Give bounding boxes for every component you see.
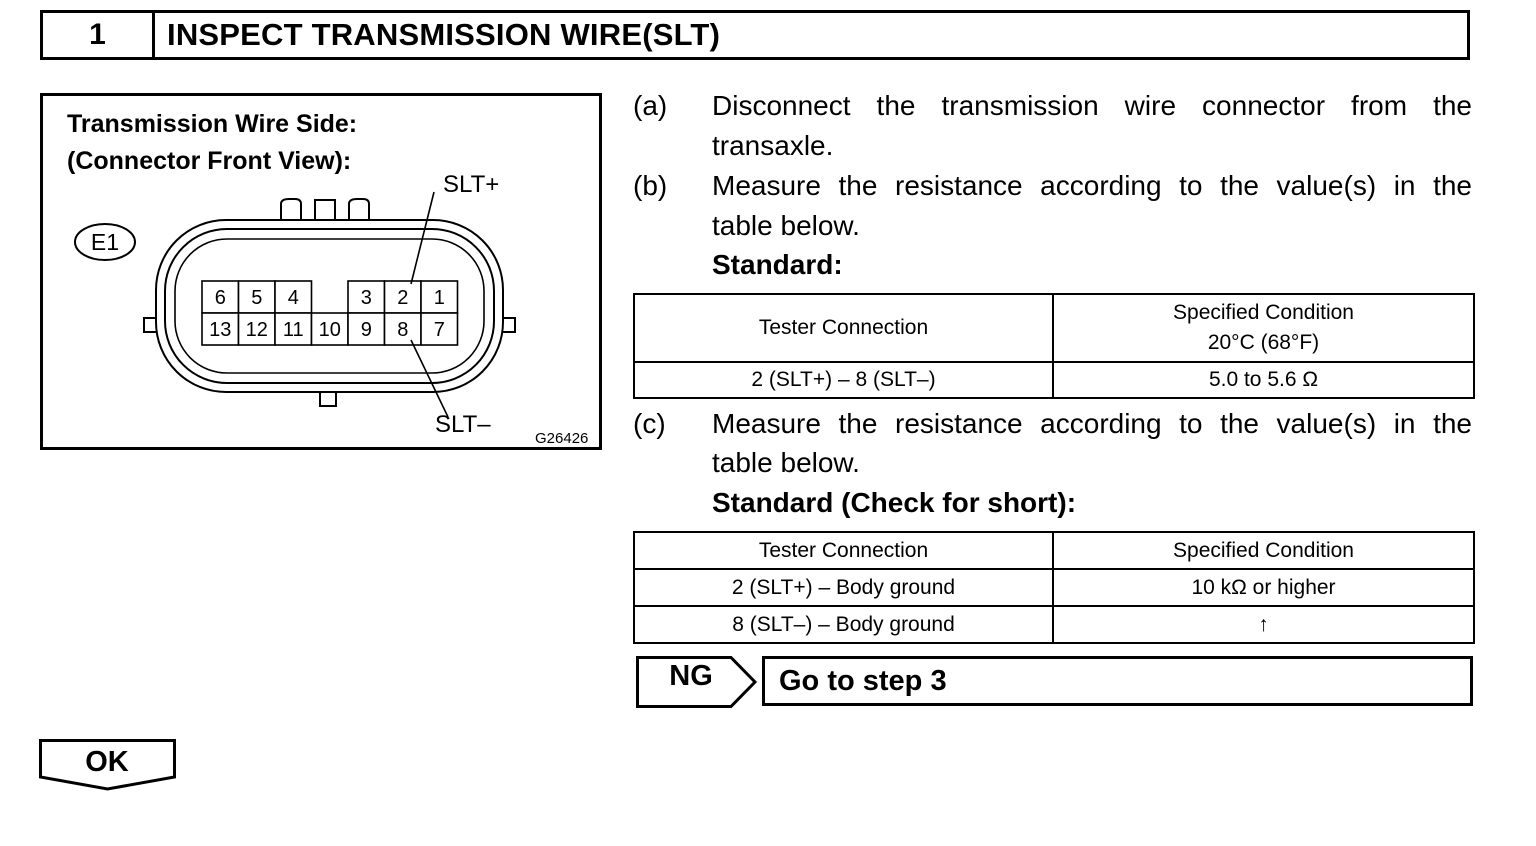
table-header-row: Tester Connection Specified Condition 20…	[633, 293, 1475, 363]
pin-cell	[274, 280, 313, 314]
cell-condition: 5.0 to 5.6 Ω	[1052, 361, 1475, 399]
step-b-line1: Measure the resistance according to the …	[712, 170, 1472, 201]
short-check-table: Tester Connection Specified Condition 2 …	[633, 531, 1475, 644]
step-c-line2: table below.	[712, 447, 860, 478]
step-b-line2: table below.	[712, 210, 860, 241]
figure-code: G26426	[535, 430, 588, 447]
connector-id-label: E1	[91, 229, 119, 255]
step-c-line1: Measure the resistance according to the …	[712, 408, 1472, 439]
pin-cell	[237, 312, 276, 346]
step-a-line1: Disconnect the transmission wire connect…	[712, 90, 1472, 121]
leader-line-minus	[410, 339, 449, 418]
header-condition-line1: Specified Condition	[1173, 301, 1354, 324]
ok-arrow-shape	[39, 739, 176, 791]
header-condition-line2: 20°C (68°F)	[1207, 331, 1320, 354]
cell-connection: 8 (SLT–) – Body ground	[633, 605, 1054, 644]
standard-label-b: Standard:	[712, 249, 843, 280]
header-tester-connection: Tester Connection	[633, 531, 1054, 570]
connector-id-oval	[74, 223, 136, 261]
resistance-table: Tester Connection Specified Condition 20…	[633, 293, 1475, 399]
pin-number: 12	[246, 319, 268, 341]
step-number: 1	[43, 13, 155, 57]
pin-cell	[420, 312, 459, 346]
lock-tab-2	[314, 199, 336, 220]
header-specified-condition: Specified Condition 20°C (68°F)	[1052, 293, 1475, 363]
header-specified-condition: Specified Condition	[1052, 531, 1475, 570]
pin-number: 7	[434, 319, 445, 341]
connector-diagram: Transmission Wire Side: (Connector Front…	[40, 93, 602, 450]
table-row: 2 (SLT+) – Body ground 10 kΩ or higher	[633, 568, 1475, 607]
pin-number: 8	[397, 319, 408, 341]
connector-drawing: E1 6 5 4 3 2 1 13 12 11 10 9 8 7 SLT+ SLT– G26426	[74, 171, 588, 447]
ok-label: OK	[85, 746, 129, 778]
table-row: 8 (SLT–) – Body ground ↑	[633, 605, 1475, 644]
cell-connection: 2 (SLT+) – 8 (SLT–)	[633, 361, 1054, 399]
pin-number: 10	[319, 319, 341, 341]
standard-label-c: Standard (Check for short):	[712, 487, 1077, 518]
step-header: 1 INSPECT TRANSMISSION WIRE(SLT)	[40, 10, 1470, 60]
pin-number: 5	[251, 287, 262, 309]
pin-number: 1	[434, 287, 445, 309]
ng-arrow-shape	[636, 656, 758, 708]
housing-inner	[164, 228, 495, 384]
diagram-heading-line1: Transmission Wire Side:	[67, 110, 358, 138]
pin-number: 13	[209, 319, 231, 341]
housing-recess	[174, 238, 485, 374]
ng-action-box: Go to step 3	[762, 656, 1473, 706]
pin-cell	[383, 312, 422, 346]
step-letter-a: (a)	[633, 90, 668, 121]
pin-cell	[347, 280, 386, 314]
label-slt-minus: SLT–	[435, 411, 491, 438]
label-slt-plus: SLT+	[443, 171, 499, 198]
pin-cells: 6 5 4 3 2 1 13 12 11 10 9 8 7	[201, 280, 459, 346]
table-header-row: Tester Connection Specified Condition	[633, 531, 1475, 570]
lock-tab-1	[280, 198, 302, 220]
pin-number: 11	[283, 319, 304, 341]
step-letter-c: (c)	[633, 408, 666, 439]
cell-condition: ↑	[1052, 605, 1475, 644]
lock-tab-3	[348, 198, 370, 220]
pin-number: 6	[215, 287, 226, 309]
pin-cell	[347, 312, 386, 346]
header-tester-connection: Tester Connection	[633, 293, 1054, 363]
pin-number: 4	[288, 287, 299, 309]
ng-label: NG	[669, 660, 713, 692]
cell-connection: 2 (SLT+) – Body ground	[633, 568, 1054, 607]
pin-cell	[310, 312, 349, 346]
table-row: 2 (SLT+) – 8 (SLT–) 5.0 to 5.6 Ω	[633, 361, 1475, 399]
diagram-heading-line2: (Connector Front View):	[67, 147, 352, 175]
step-letter-b: (b)	[633, 170, 668, 201]
leader-line-plus	[410, 191, 435, 285]
step-a-line2: transaxle.	[712, 130, 834, 161]
pin-number: 2	[397, 287, 408, 309]
step-title: INSPECT TRANSMISSION WIRE(SLT)	[167, 17, 721, 52]
pin-number: 3	[361, 287, 372, 309]
cell-condition: 10 kΩ or higher	[1052, 568, 1475, 607]
pin-number: 9	[361, 319, 372, 341]
